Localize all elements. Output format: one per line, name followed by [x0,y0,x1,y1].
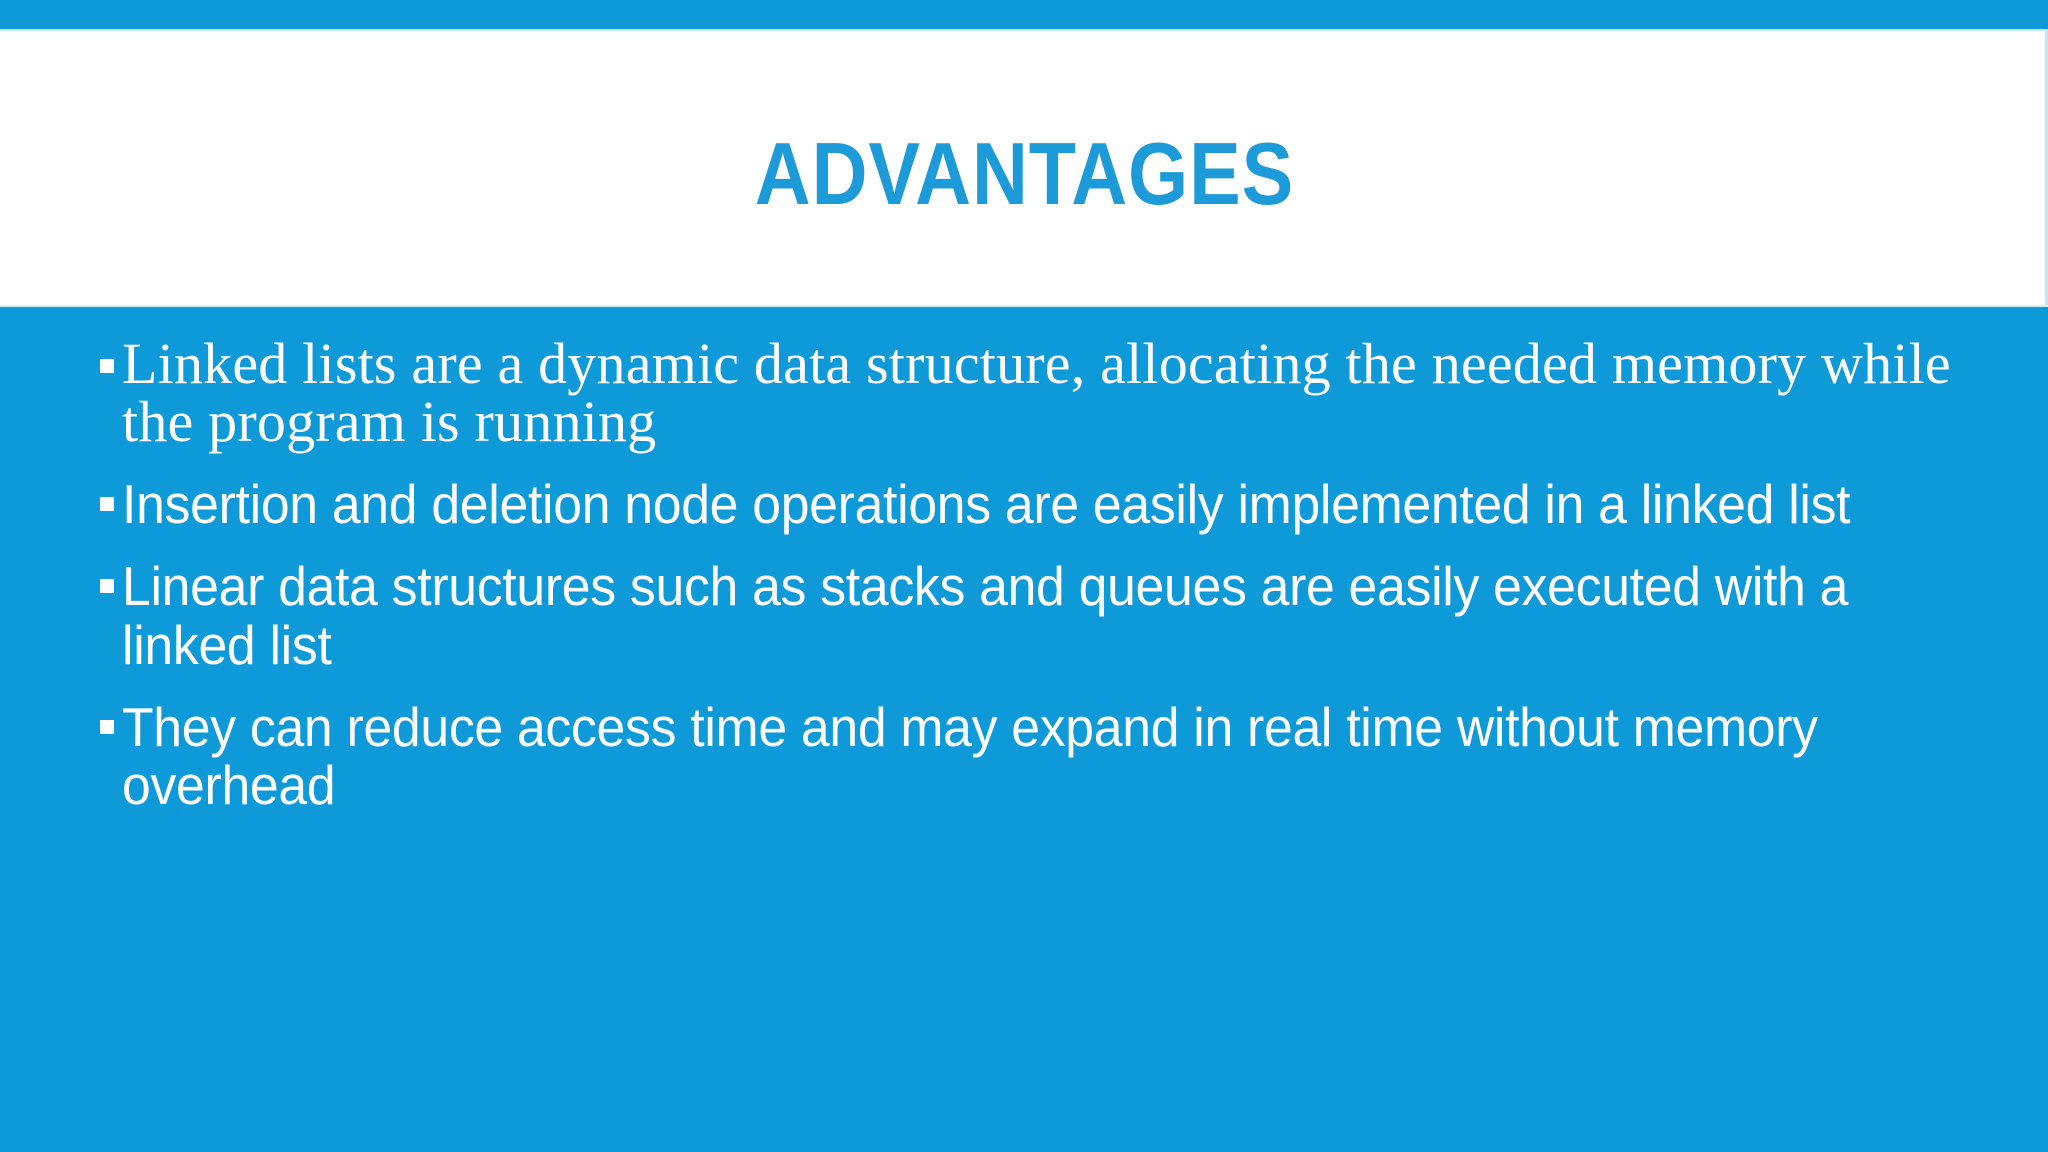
list-item: They can reduce access time and may expa… [100,698,1970,815]
list-item-text: They can reduce access time and may expa… [122,695,1818,817]
title-band: ADVANTAGES [0,29,2048,307]
top-accent-bar [0,0,2048,29]
list-item-text: Linked lists are a dynamic data structur… [122,331,1951,454]
page-title: ADVANTAGES [754,124,1294,223]
list-item: Linked lists are a dynamic data structur… [100,335,1970,451]
list-item-text: Insertion and deletion node operations a… [122,473,1851,535]
list-item: Insertion and deletion node operations a… [100,475,1970,533]
bullet-list: Linked lists are a dynamic data structur… [0,307,2048,1152]
square-bullet-icon [100,719,114,734]
list-item: Linear data structures such as stacks an… [100,557,1970,674]
square-bullet-icon [100,579,114,594]
square-bullet-icon [100,497,114,511]
square-bullet-icon [100,359,114,373]
list-item-text: Linear data structures such as stacks an… [122,555,1849,676]
